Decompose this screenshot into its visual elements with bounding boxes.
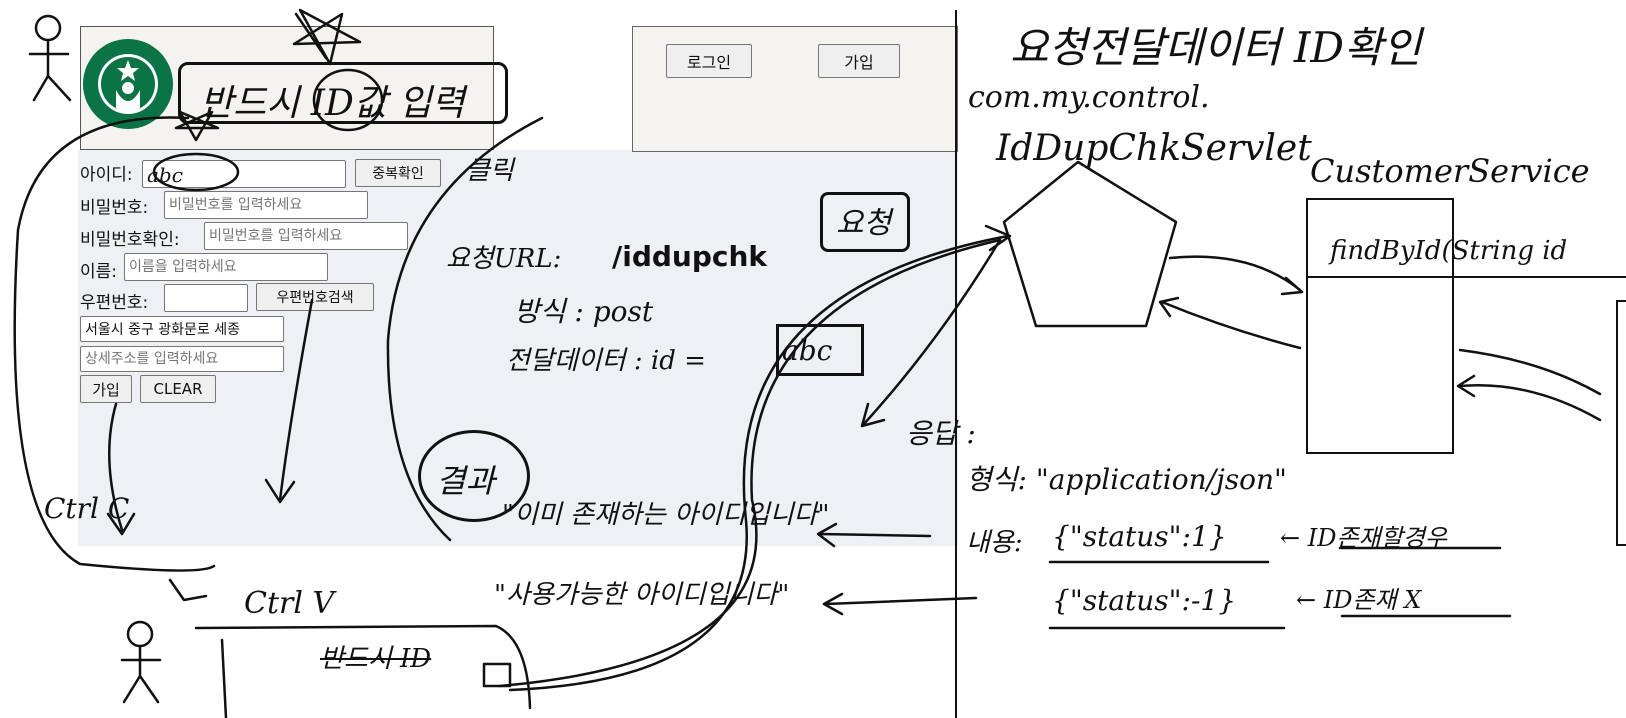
star-scribble xyxy=(292,8,362,66)
password-confirm-label: 비밀번호확인: xyxy=(80,230,180,250)
arrow-request xyxy=(508,224,1012,692)
stick-figure-head xyxy=(34,14,62,42)
zipcode-input[interactable] xyxy=(164,284,248,312)
submit-join-button[interactable]: 가입 xyxy=(80,375,132,403)
arrow-response xyxy=(860,238,1002,428)
arrow-available xyxy=(822,592,978,616)
click-note: 클릭 xyxy=(466,156,514,186)
param-value: abc xyxy=(782,334,833,367)
login-button[interactable]: 로그인 xyxy=(666,44,752,78)
exists-message: "이미 존재하는 아이디입니다" xyxy=(502,500,830,530)
request-note: 요청 xyxy=(836,206,892,241)
request-url-label: 요청URL: xyxy=(446,244,562,274)
duplicate-check-button[interactable]: 중복확인 xyxy=(355,159,441,187)
password-label: 비밀번호: xyxy=(80,198,149,218)
header-banner-text: 반드시 ID값 입력 xyxy=(200,83,465,124)
signup-button[interactable]: 가입 xyxy=(818,44,900,78)
response-label: 응답 : xyxy=(906,417,976,450)
stick-figure-2-body xyxy=(120,644,162,704)
servlet-name: IdDupChkServlet xyxy=(996,128,1312,169)
partial-box xyxy=(1616,300,1626,546)
arrow-exists xyxy=(816,522,932,548)
arrow-service-to-servlet xyxy=(1158,296,1302,350)
id-label: 아이디: xyxy=(80,165,133,185)
password-confirm-input[interactable] xyxy=(204,222,408,250)
arrow-service-right xyxy=(1458,348,1602,396)
service-box xyxy=(1306,198,1454,454)
id-circle xyxy=(312,68,384,132)
format-line: 형식: "application/json" xyxy=(966,463,1287,496)
method-underline xyxy=(1306,276,1626,278)
content-label: 내용: xyxy=(966,528,1023,558)
package-name: com.my.control. xyxy=(968,80,1210,115)
diagram-title: 요청전달데이터 ID확인 xyxy=(1010,23,1422,72)
curve-zip xyxy=(264,298,314,504)
service-name: CustomerService xyxy=(1310,152,1590,190)
result-note: 결과 xyxy=(436,462,495,500)
arrow-request-2 xyxy=(498,238,1002,688)
stick-figure-2-head xyxy=(126,620,154,648)
param-value-box xyxy=(776,324,864,376)
service-method: findById(String id xyxy=(1330,236,1568,266)
status-ok: {"status":1} xyxy=(1052,520,1227,553)
banner-outline xyxy=(178,62,508,124)
pasted-text: 반드시 ID xyxy=(320,644,432,674)
request-url: /iddupchk xyxy=(612,240,768,273)
status-underline-1 xyxy=(1048,546,1502,564)
status-none-note: ← ID존재 X xyxy=(1296,586,1422,614)
servlet-pentagon xyxy=(1002,160,1178,328)
stick-figure-body xyxy=(28,38,72,102)
id-input-circle xyxy=(152,152,240,192)
zipcode-search-button[interactable]: 우편번호검색 xyxy=(256,283,374,311)
zipcode-label: 우편번호: xyxy=(80,293,149,313)
address-input[interactable] xyxy=(80,316,284,342)
clear-button[interactable]: CLEAR xyxy=(140,375,216,403)
small-star-scribble xyxy=(174,110,220,142)
curve-copy xyxy=(13,116,216,602)
arrow-servlet-to-service xyxy=(1168,255,1304,296)
detail-address-input[interactable] xyxy=(80,346,284,372)
curve-click xyxy=(386,116,544,542)
name-input[interactable] xyxy=(124,253,328,281)
status-none: {"status":-1} xyxy=(1052,584,1237,617)
result-circle xyxy=(418,430,530,522)
arrow-right-to-service xyxy=(1456,374,1602,422)
login-panel xyxy=(632,26,958,152)
status-underline-2 xyxy=(1048,614,1512,630)
vertical-divider xyxy=(955,10,957,718)
ctrl-v-note: Ctrl V xyxy=(244,586,335,621)
request-box xyxy=(820,192,910,252)
id-input[interactable]: abc xyxy=(142,160,346,188)
password-input[interactable] xyxy=(164,191,368,219)
method-label: 방식 : post xyxy=(514,295,654,328)
paste-box xyxy=(194,624,532,718)
starbucks-logo xyxy=(83,39,173,129)
curve-join xyxy=(106,402,136,536)
param-label: 전달데이터 : id = xyxy=(506,346,706,376)
name-label: 이름: xyxy=(80,262,118,282)
